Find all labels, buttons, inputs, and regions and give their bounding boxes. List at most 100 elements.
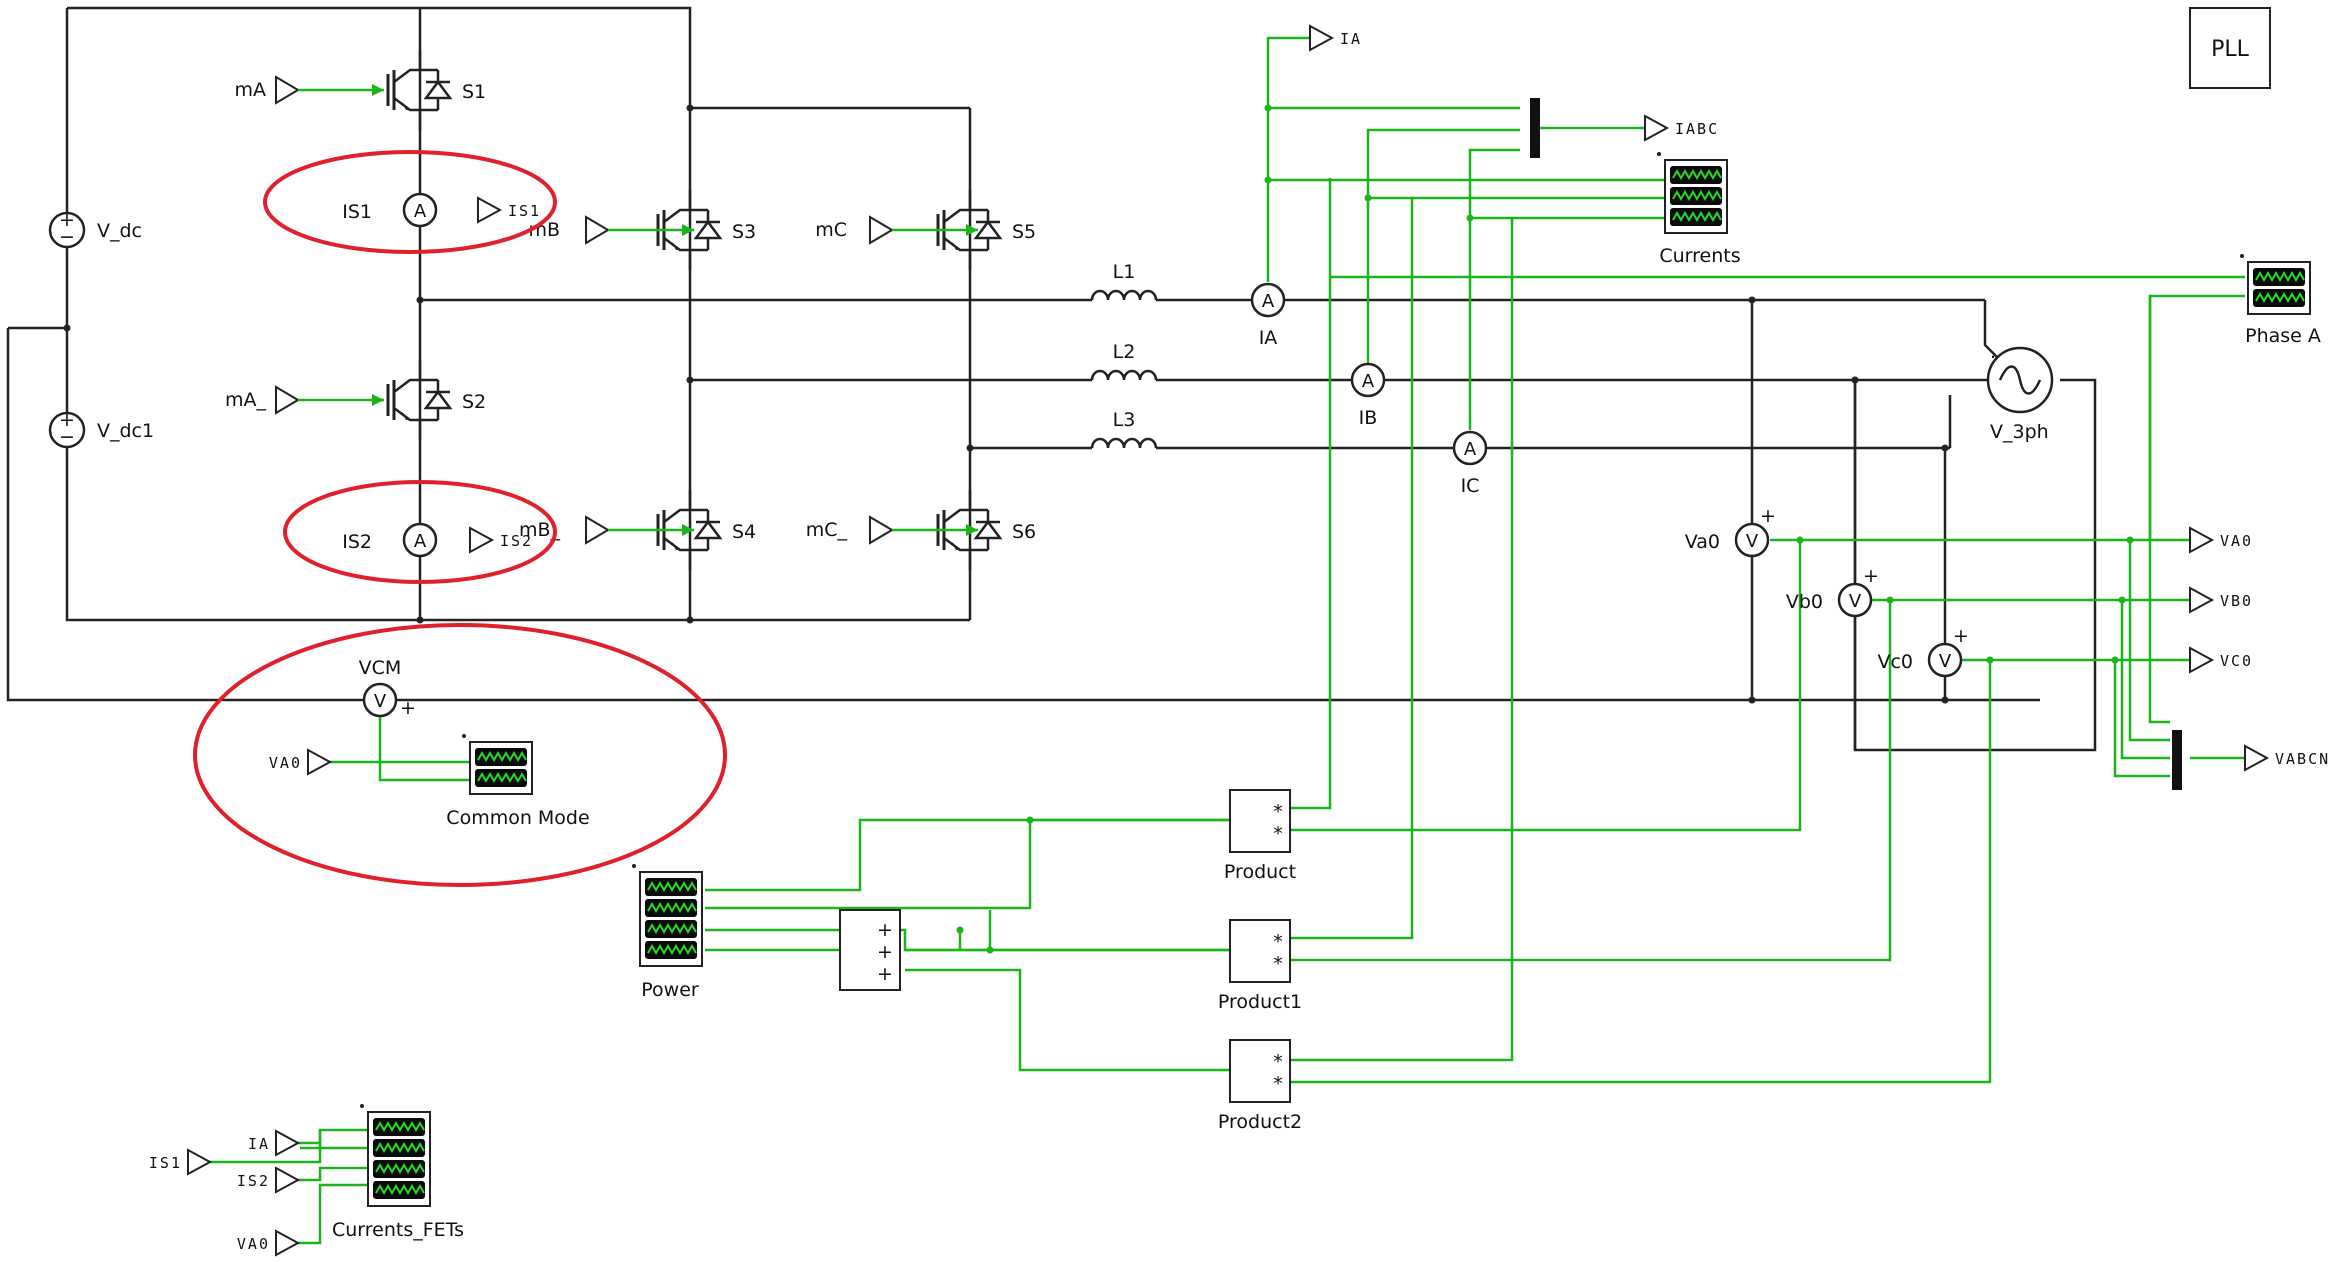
ammeter-icon: A [414,531,427,552]
scope-currents[interactable]: Currents [1657,152,1741,267]
gate-tag-ma[interactable]: mA [234,75,384,105]
input-tag-ia[interactable]: IA [248,1129,301,1157]
meter-label: IS2 [342,531,372,553]
inductor-l2[interactable]: L2 [1090,341,1158,382]
scope-currents-fets[interactable]: Currents_FETs [332,1104,464,1241]
input-tag-va0[interactable]: VA0 [237,1229,301,1257]
switch-label: S3 [732,221,756,243]
scopes: Currents Phase A Common ModePowerCurrents_… [332,152,2321,1241]
voltmeter-vcm[interactable]: V+VCM [359,657,416,719]
meter-label: Vc0 [1877,651,1913,673]
switch-s6[interactable]: S6 [936,490,1036,570]
product-label: Product1 [1218,991,1302,1013]
scope-label: Power [641,979,699,1001]
inductor-l3[interactable]: L3 [1090,409,1158,450]
tag-label: VA0 [2220,532,2253,550]
plus-sign: + [1953,625,1969,647]
output-tag-vb0[interactable]: VB0 [2189,586,2253,614]
ac-source-v3ph[interactable]: . V_3ph [1986,341,2054,443]
scope-power[interactable]: Power [632,864,703,1001]
switch-s2[interactable]: S2 [386,360,486,440]
switch-s1[interactable]: S1 [386,50,486,130]
input-tag-is1[interactable]: IS1 [149,1148,213,1176]
inductor-label: L3 [1113,409,1136,431]
product-block-2[interactable]: **Product2 [1218,1039,1302,1133]
voltmeter-icon: V [1746,531,1759,552]
switch-s3[interactable]: S3 [656,190,756,270]
inductor-l1[interactable]: L1 [1090,261,1158,302]
sum-sign-2: + [877,941,893,963]
meter-label: Vb0 [1786,591,1823,613]
scope-label: Currents_FETs [332,1219,464,1241]
dc-source-vdc1[interactable]: + − V_dc1 [48,409,154,449]
switch-label: S1 [462,81,486,103]
output-tag-vc0[interactable]: VC0 [2189,646,2253,674]
gate-tag-mb[interactable]: mB [528,215,694,245]
ammeter-icon: A [1262,291,1275,312]
meter-label: IA [1259,327,1278,349]
voltmeter-va0[interactable]: V+ Va0 [1685,505,1776,558]
v3ph-label: V_3ph [1990,421,2049,443]
scope-common-mode[interactable]: Common Mode [446,734,590,829]
tag-label: IS2 [500,532,533,550]
meter-label: VCM [359,657,402,679]
voltmeter-vc0[interactable]: V+ Vc0 [1877,625,1969,678]
tag-label: VABCN [2275,750,2330,768]
signal-wiring [210,36,2245,1245]
meter-label: Va0 [1685,531,1720,553]
product-sign: * [1273,1051,1283,1073]
tag-label: IS1 [508,202,541,220]
output-tag-iabc[interactable]: IABC [1644,114,1719,142]
output-tag-va0[interactable]: VA0 [2189,526,2253,554]
tag-label: VB0 [2220,592,2253,610]
dc-source-vdc[interactable]: + − V_dc [48,209,142,249]
highlight-is2 [283,480,557,584]
sine-icon [1998,365,2042,395]
inductor-label: L1 [1113,261,1136,283]
gate-tag-ma-bar[interactable]: mA_ [225,385,384,415]
switch-label: S5 [1012,221,1036,243]
gate-tag-mc-bar[interactable]: mC_ [806,515,978,545]
input-tag-va0[interactable]: VA0 [269,748,333,776]
product-block-0[interactable]: **Product [1224,789,1296,883]
plus-sign: + [400,697,416,719]
scope-label: Currents [1659,245,1740,267]
plus-sign: + [1863,565,1879,587]
meter-label: IC [1461,475,1480,497]
inductor-label: L2 [1113,341,1136,363]
output-tag-vabcn[interactable]: VABCN [2244,744,2330,772]
output-tag-is2[interactable]: IS2 [469,526,533,554]
gate-label: mC_ [806,519,848,541]
plus-sign: + [59,409,75,431]
ammeter-is2[interactable]: A IS2 [342,522,438,558]
voltmeter-icon: V [1939,651,1952,672]
gate-tag-mc[interactable]: mC [815,215,978,245]
vabcn-mux[interactable] [2172,730,2182,790]
iabc-mux[interactable] [1530,98,1540,158]
highlight-common-mode [193,623,727,887]
voltmeter-vb0[interactable]: V+ Vb0 [1786,565,1879,618]
ammeter-ia[interactable]: A IA [1250,282,1286,349]
vdc1-label: V_dc1 [97,420,154,442]
dot-marker: . [1990,341,1996,363]
ammeter-ic[interactable]: AIC [1452,430,1488,497]
ammeter-ib[interactable]: AIB [1350,362,1386,429]
pll-block[interactable]: PLL [2189,7,2271,89]
sum-sign-1: + [877,919,893,941]
scope-phase-a[interactable]: Phase A [2240,254,2321,347]
sum-block[interactable]: + + + [839,909,901,991]
output-tag-is1[interactable]: IS1 [477,196,541,224]
plus-sign: + [1760,505,1776,527]
gate-signals: mA mA_ mB mB_ mC mC_ [225,75,978,545]
product-sign: * [1273,801,1283,823]
power-wiring [6,6,2097,752]
voltmeter-icon: V [1849,591,1862,612]
input-tag-is2[interactable]: IS2 [237,1166,301,1194]
gate-tag-mb-bar[interactable]: mB_ [519,515,694,545]
product-block-1[interactable]: **Product1 [1218,919,1302,1013]
output-tag-ia[interactable]: IA [1309,24,1362,52]
